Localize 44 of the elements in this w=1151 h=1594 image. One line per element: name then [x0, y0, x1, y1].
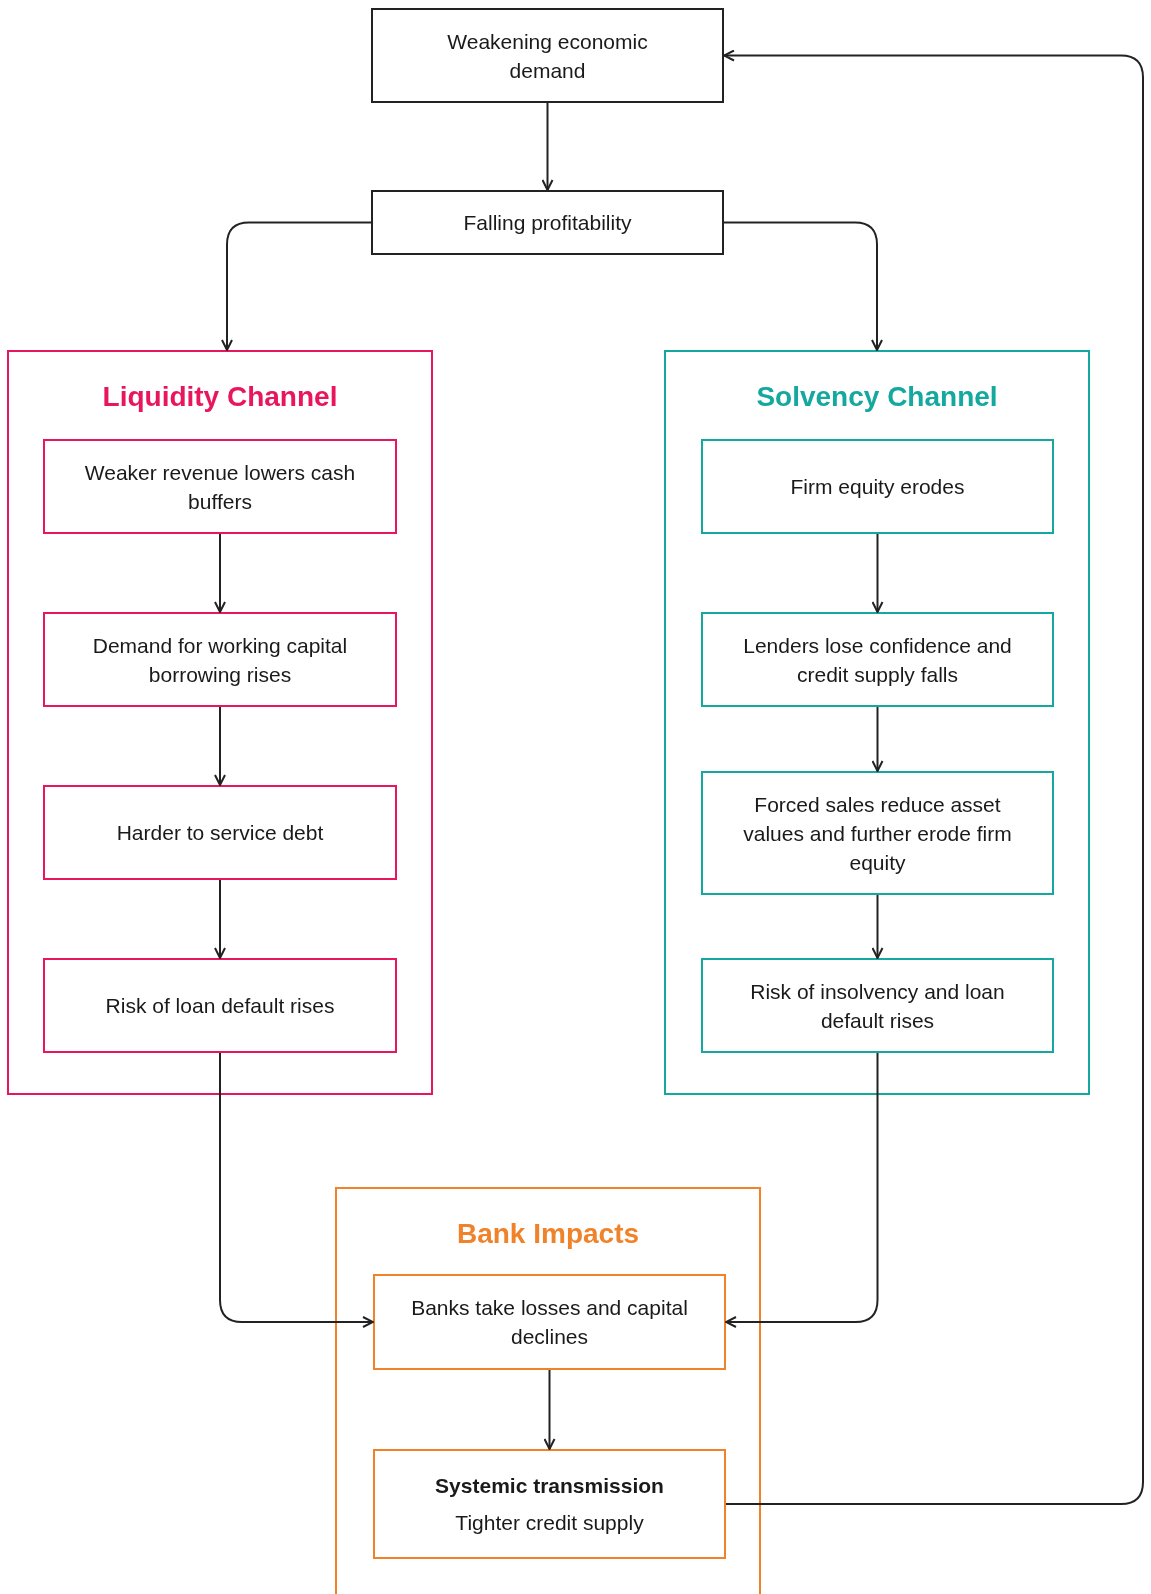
box-text: Systemic transmission	[435, 1473, 664, 1499]
arrow	[543, 1369, 556, 1450]
arrow	[871, 533, 884, 613]
process-box	[43, 439, 397, 534]
process-box	[43, 958, 397, 1053]
process-box	[43, 785, 397, 880]
box-text: Firm equity erodes	[790, 474, 965, 500]
box-text: Lenders lose confidence and credit supply falls	[742, 632, 1013, 688]
box-text: Demand for working capital borrowing rises	[91, 632, 349, 688]
process-box	[373, 1449, 726, 1559]
channel-panel	[7, 350, 433, 1095]
box-text: Banks take losses and capital declines	[410, 1295, 689, 1350]
arrow	[871, 706, 884, 772]
process-box	[701, 439, 1054, 534]
panel-title: Liquidity Channel	[101, 380, 339, 414]
arrow	[214, 879, 226, 959]
arrow	[214, 533, 226, 613]
arrow	[214, 706, 226, 786]
arrow	[725, 1052, 879, 1328]
process-box	[43, 612, 397, 707]
box-text: Falling profitability	[463, 210, 632, 236]
arrow	[219, 1052, 374, 1328]
process-box	[373, 1274, 726, 1370]
box-text: Harder to service debt	[116, 820, 324, 846]
arrow	[723, 49, 1144, 1505]
box-text: Forced sales reduce asset values and further erode firm equity	[742, 791, 1013, 876]
channel-panel	[664, 350, 1090, 1095]
process-box	[701, 771, 1054, 895]
process-box	[701, 958, 1054, 1053]
panel-title: Bank Impacts	[455, 1217, 641, 1251]
process-box	[371, 190, 724, 255]
box-text: Risk of insolvency and loan default rises	[749, 978, 1006, 1034]
arrow	[723, 221, 883, 351]
arrow	[871, 894, 884, 959]
arrow	[221, 221, 372, 351]
panel-title: Solvency Channel	[755, 380, 999, 414]
arrow	[541, 102, 554, 191]
box-text: Risk of loan default rises	[105, 993, 335, 1019]
process-box	[701, 612, 1054, 707]
box-text: Weaker revenue lowers cash buffers	[83, 459, 357, 515]
box-text: Tighter credit supply	[455, 1510, 644, 1536]
process-box	[371, 8, 724, 103]
box-text: Weakening economic demand	[446, 28, 649, 84]
channel-panel	[335, 1187, 761, 1594]
